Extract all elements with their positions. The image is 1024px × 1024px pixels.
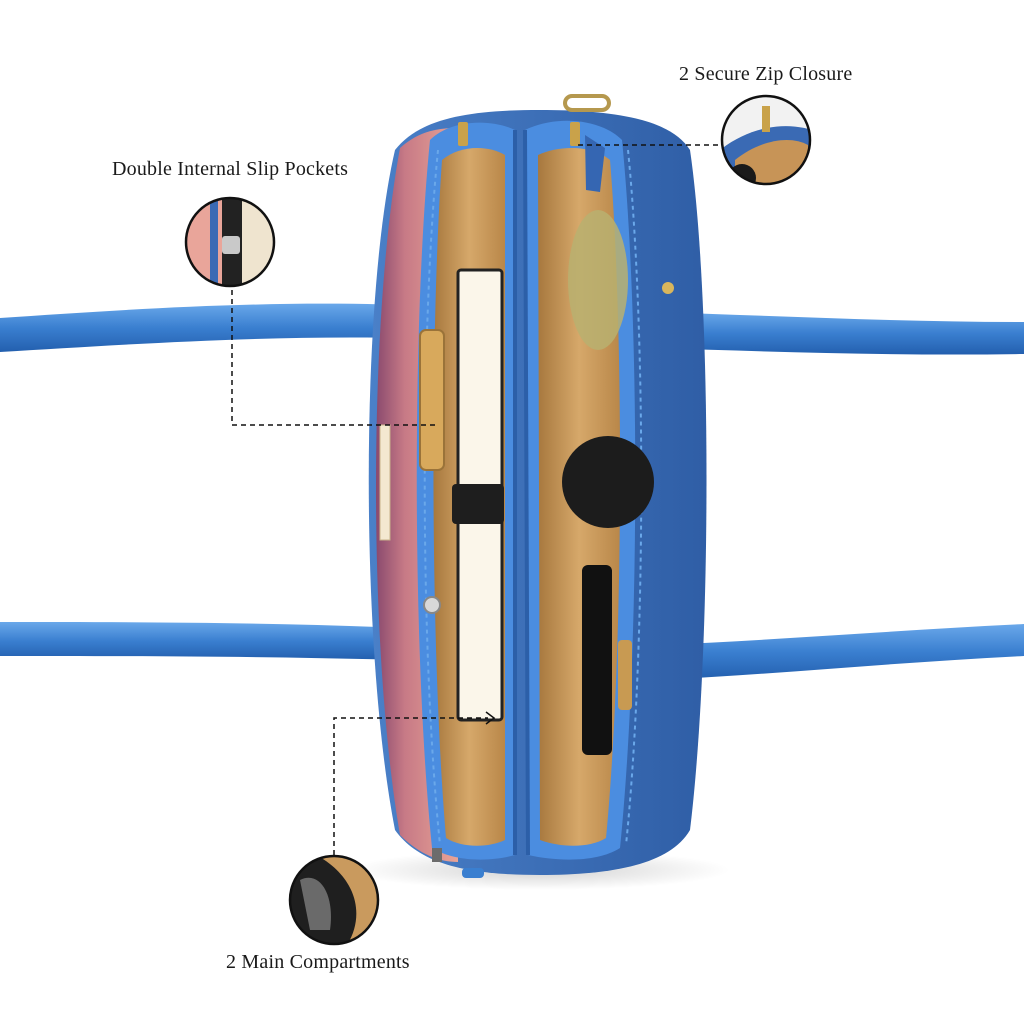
brand-tag [379,424,391,541]
perfume-bottle-icon [568,210,628,350]
notebook-strap [452,484,504,524]
right-upper-strap [655,312,1024,355]
compartments-thumbnail [288,854,380,946]
compartments-arrow-icon [485,711,496,725]
slip-pockets-thumbnail [184,196,276,288]
bottom-clip-icon [432,848,442,862]
top-ring-icon [563,94,611,112]
right-zip-pull-icon [570,122,580,146]
bottom-tab [462,868,484,878]
zip-closure-thumbnail [720,94,812,186]
compartments-callout-line [333,717,488,855]
compact-icon [562,436,654,528]
zip-tab [585,135,605,192]
phone-icon [419,329,445,471]
left-upper-strap [0,303,405,352]
left-lower-strap [0,622,405,660]
lipstick-icon [618,640,632,710]
main-compartments-label: 2 Main Compartments [226,951,410,973]
mascara-icon [582,565,612,755]
slip-pockets-label: Double Internal Slip Pockets [112,158,349,180]
left-zip-pull-icon [458,122,468,146]
right-zipper-track [523,129,530,856]
pockets-callout-line [231,290,436,426]
stud-icon [662,282,674,294]
zip-closure-label: 2 Secure Zip Closure [679,63,853,85]
right-lower-strap [660,624,1024,680]
key-icon [423,596,441,614]
